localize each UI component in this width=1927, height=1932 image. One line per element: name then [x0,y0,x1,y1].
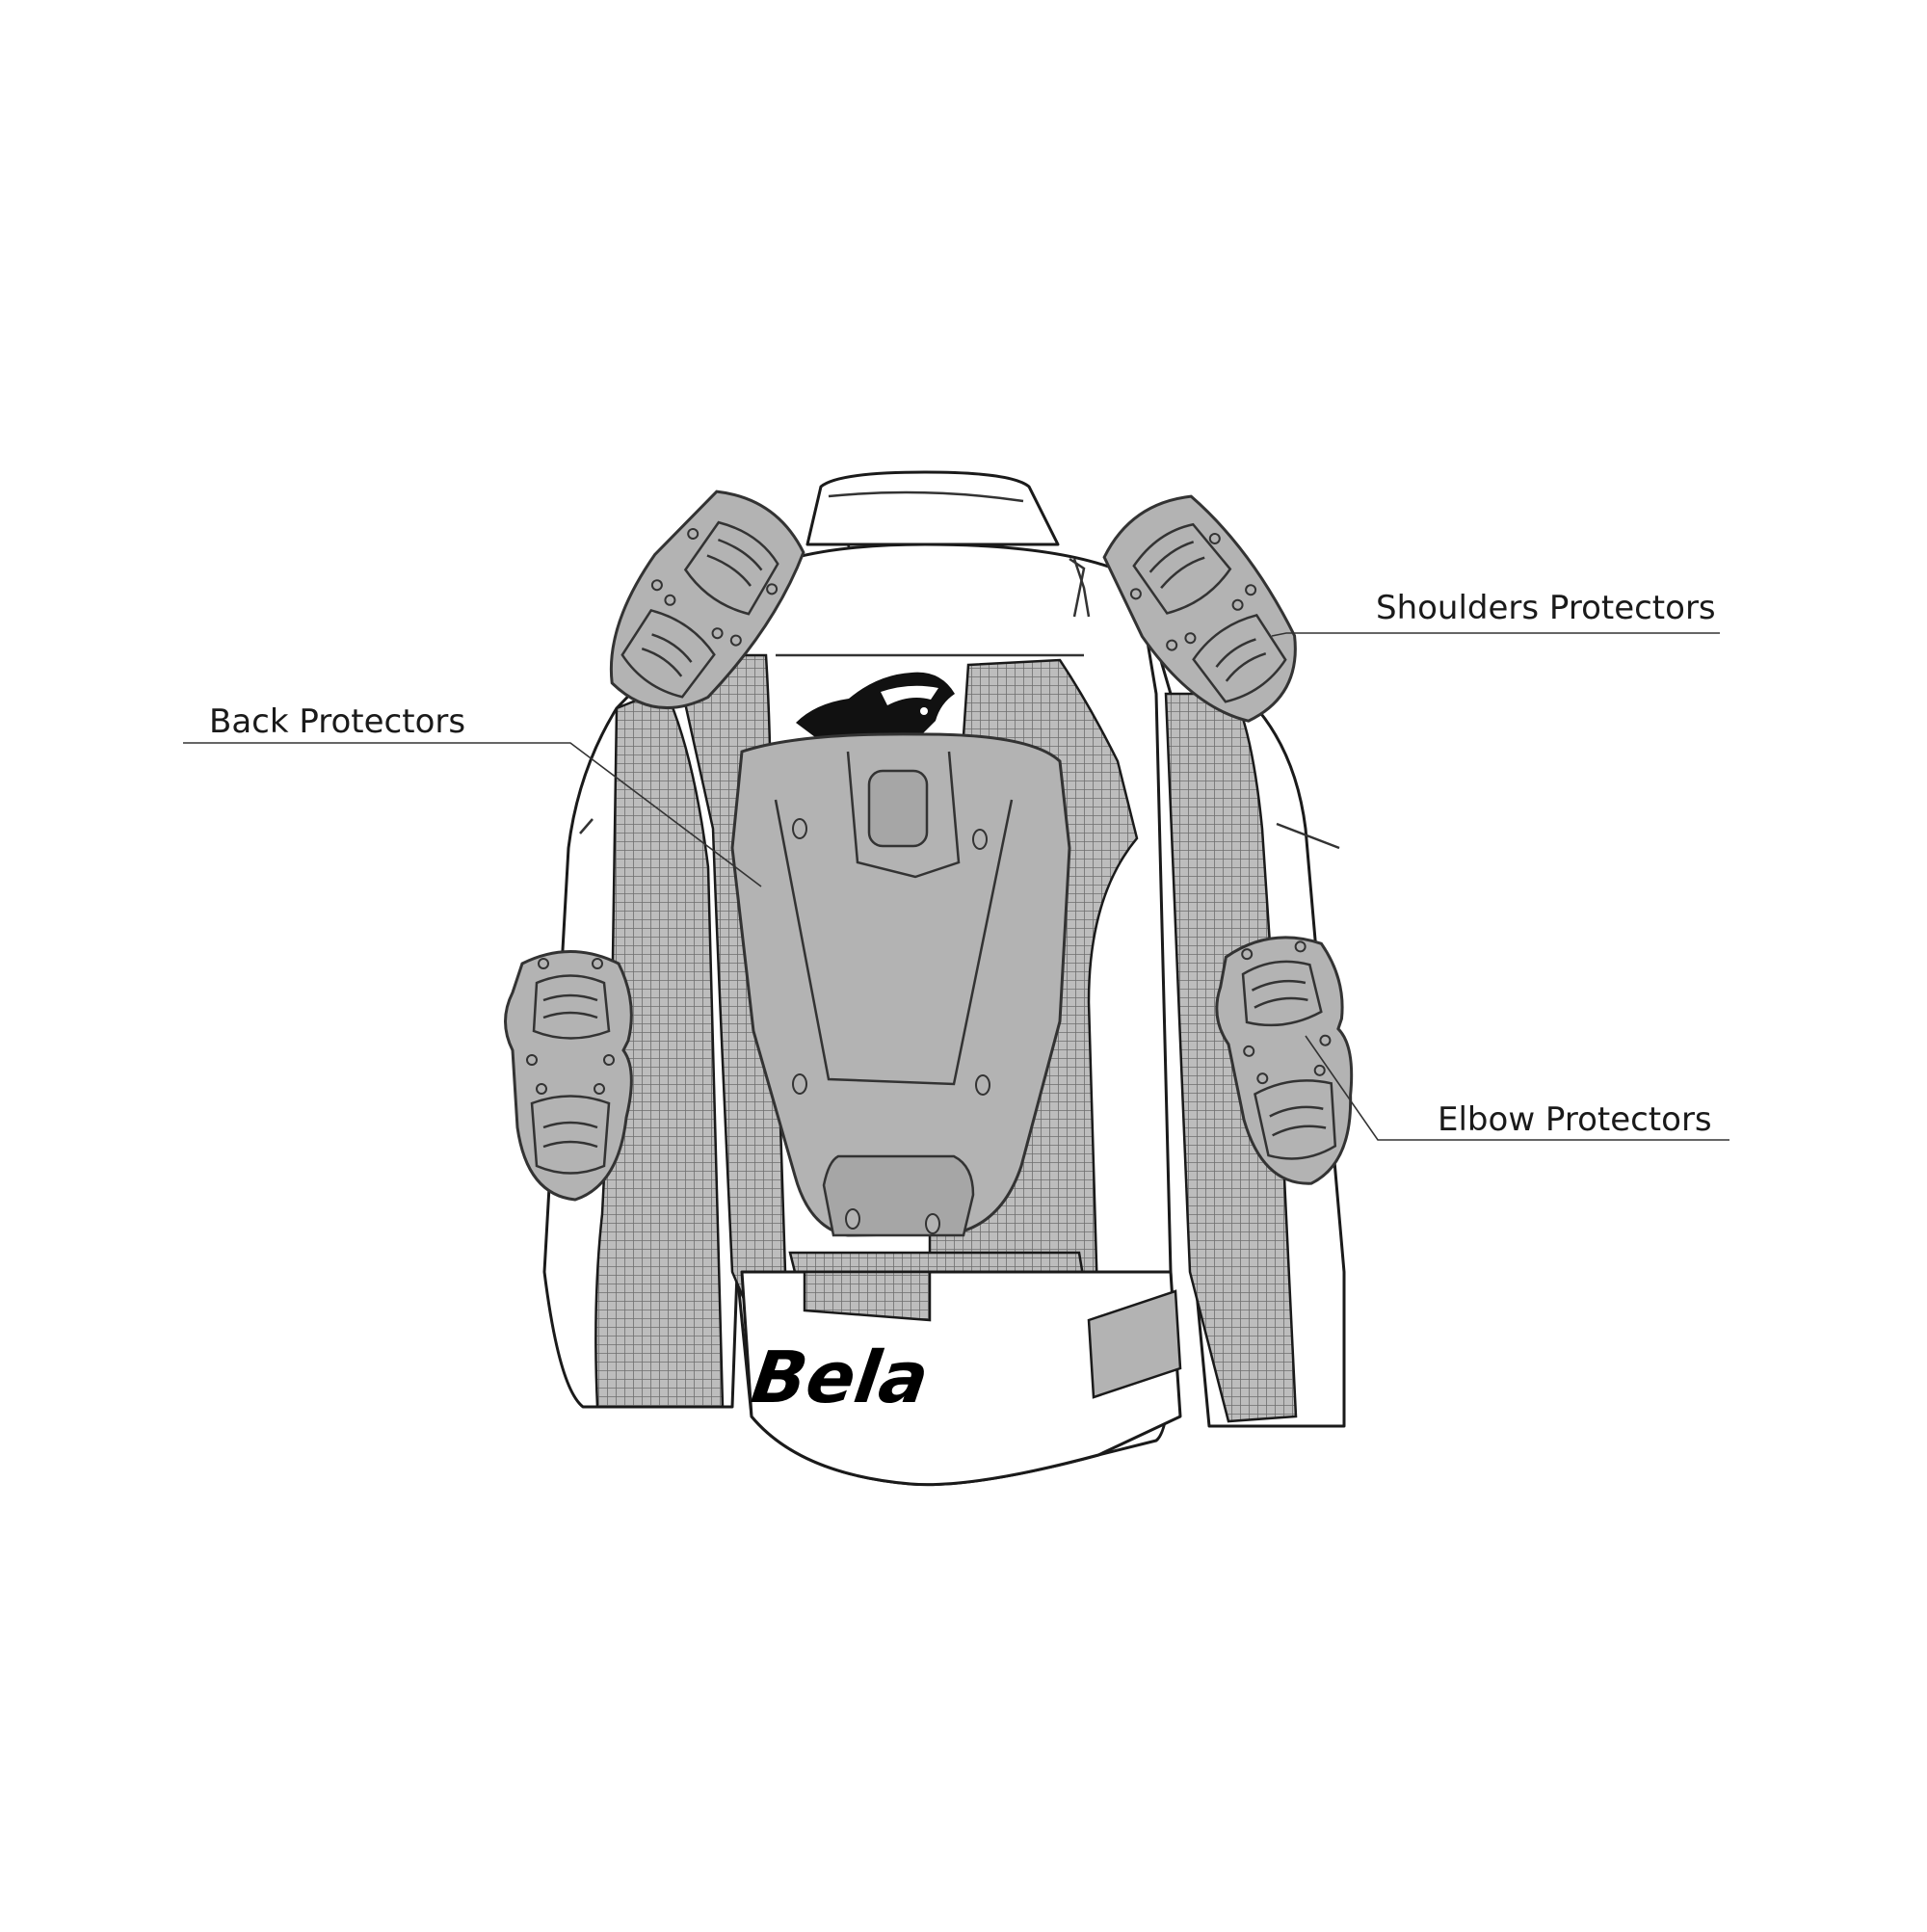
callout-shoulders: Shoulders Protectors [1271,589,1720,637]
shoulder-protector-right [1102,494,1297,723]
elbow-protector-right [1215,936,1354,1185]
label-back-protectors: Back Protectors [209,702,465,741]
leader-line-shoulders [1271,632,1720,637]
brand-wordmark: Bela [747,1336,934,1419]
label-shoulders-protectors: Shoulders Protectors [1376,589,1716,627]
label-elbow-protectors: Elbow Protectors [1438,1100,1712,1139]
elbow-protector-left [504,950,633,1202]
bear-head-icon [796,672,955,752]
shoulder-protector-left [609,490,805,709]
leader-line-back [183,742,762,887]
callout-elbow: Elbow Protectors [1305,1035,1729,1141]
callout-back: Back Protectors [183,702,762,887]
leader-line-elbow [1305,1035,1729,1141]
back-protector [730,732,1071,1237]
